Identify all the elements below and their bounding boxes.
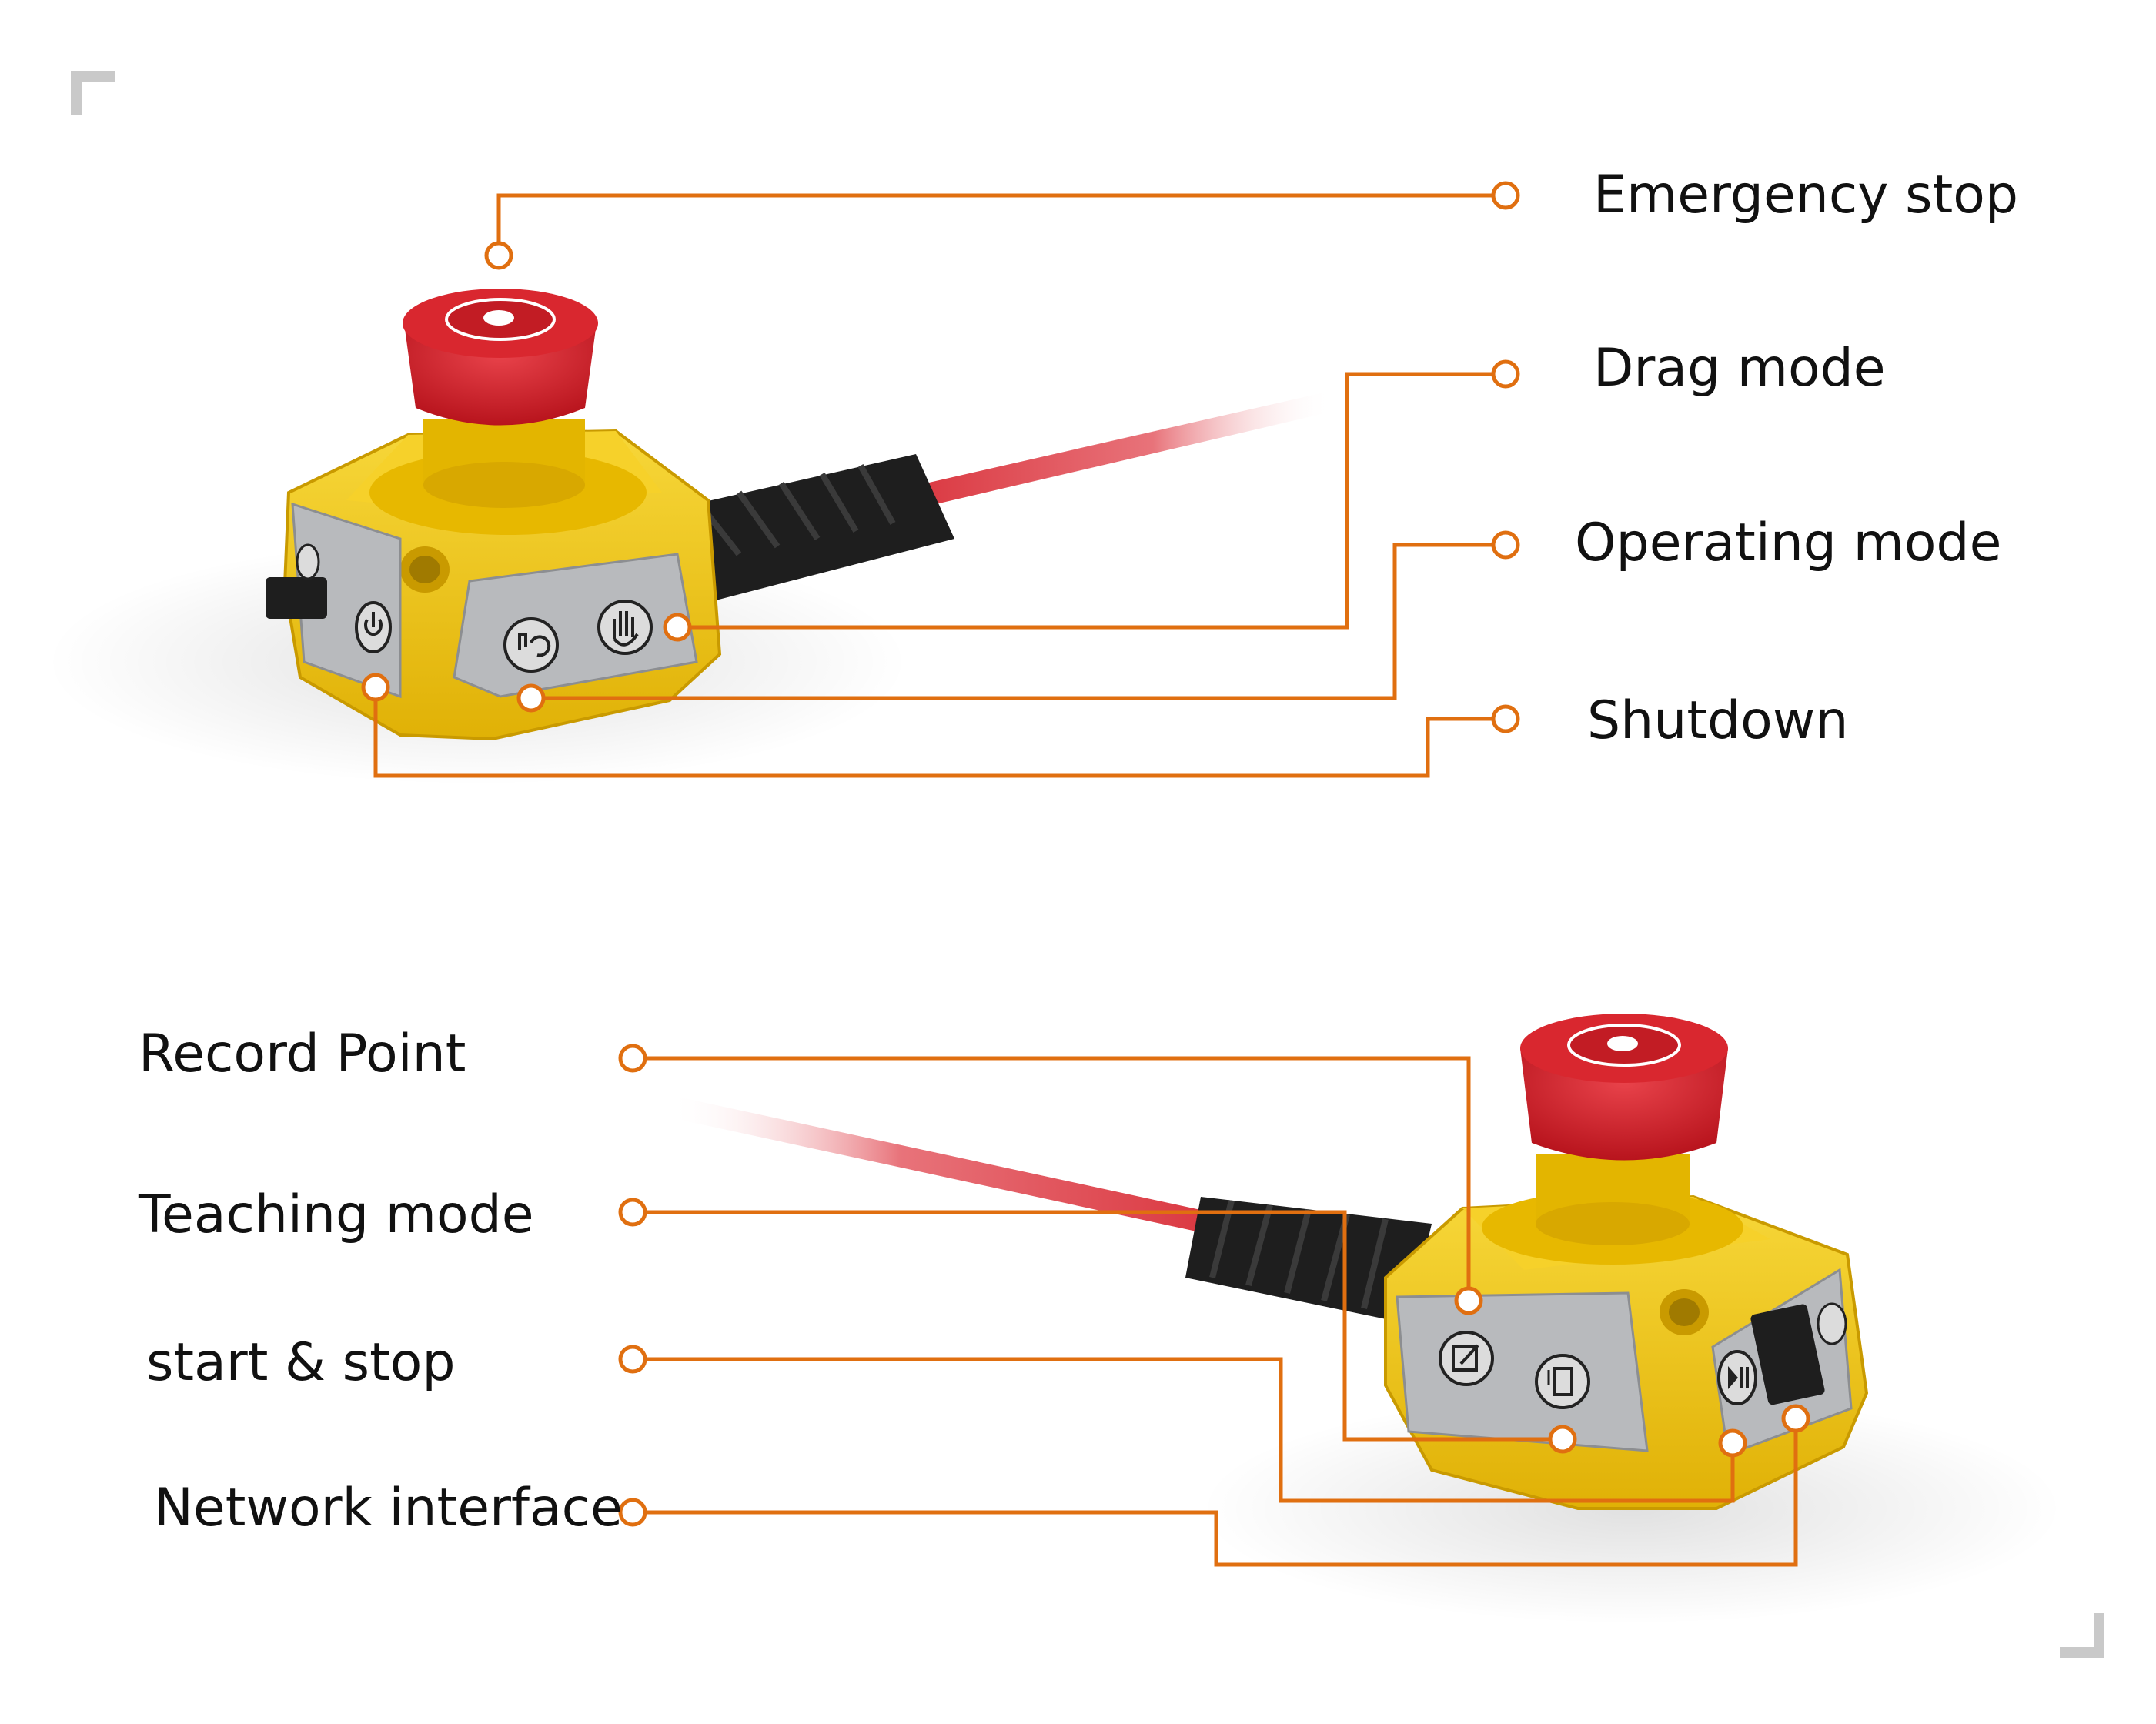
power-icon[interactable] bbox=[1818, 1304, 1846, 1344]
dot-emergency-stop-label bbox=[1493, 183, 1518, 208]
dot-teaching-mode-device bbox=[1550, 1427, 1575, 1452]
label-emergency-stop: Emergency stop bbox=[1593, 169, 2018, 222]
dot-operating-mode-label bbox=[1493, 533, 1518, 557]
dot-record-point-label bbox=[620, 1046, 645, 1071]
edit-icon[interactable] bbox=[1440, 1332, 1492, 1385]
top-switch-lever[interactable] bbox=[266, 577, 327, 619]
dot-start-stop-label bbox=[620, 1347, 645, 1372]
dot-shutdown-label bbox=[1493, 707, 1518, 731]
label-record-point: Record Point bbox=[139, 1028, 466, 1081]
bottom-front-panel bbox=[1397, 1293, 1647, 1451]
dot-teaching-mode-label bbox=[620, 1200, 645, 1225]
dot-network-interface-device bbox=[1783, 1406, 1808, 1431]
corner-mark-top-left bbox=[71, 71, 115, 115]
rotate-hand-icon[interactable] bbox=[505, 619, 557, 671]
top-device bbox=[46, 289, 1332, 785]
leader-emergency-stop bbox=[499, 195, 1506, 256]
corner-mark-bottom-right bbox=[2060, 1613, 2104, 1658]
label-drag-mode: Drag mode bbox=[1593, 342, 1886, 395]
dot-start-stop-device bbox=[1720, 1431, 1745, 1455]
dot-network-interface-label bbox=[620, 1500, 645, 1525]
bottom-cable bbox=[670, 1097, 1247, 1241]
hand-icon[interactable] bbox=[599, 601, 651, 653]
dot-shutdown-device bbox=[363, 675, 388, 700]
power-icon[interactable] bbox=[356, 603, 390, 652]
label-teaching-mode: Teaching mode bbox=[139, 1189, 534, 1241]
dot-operating-mode-device bbox=[519, 686, 543, 710]
teach-pendant-icon[interactable] bbox=[1536, 1355, 1589, 1408]
top-cable bbox=[885, 393, 1332, 514]
label-network-interface: Network interface bbox=[154, 1482, 623, 1535]
play-pause-icon[interactable] bbox=[1719, 1351, 1756, 1404]
dot-drag-mode-device bbox=[665, 615, 690, 640]
top-strain-relief bbox=[677, 454, 954, 600]
label-start-stop: start & stop bbox=[146, 1337, 456, 1389]
dot-emergency-stop-device bbox=[486, 243, 511, 268]
label-operating-mode: Operating mode bbox=[1575, 517, 2001, 570]
switch-icon bbox=[297, 545, 319, 579]
label-shutdown: Shutdown bbox=[1587, 695, 1849, 747]
dot-drag-mode-label bbox=[1493, 362, 1518, 386]
bottom-device bbox=[670, 1014, 2063, 1624]
dot-record-point-device bbox=[1456, 1288, 1481, 1313]
